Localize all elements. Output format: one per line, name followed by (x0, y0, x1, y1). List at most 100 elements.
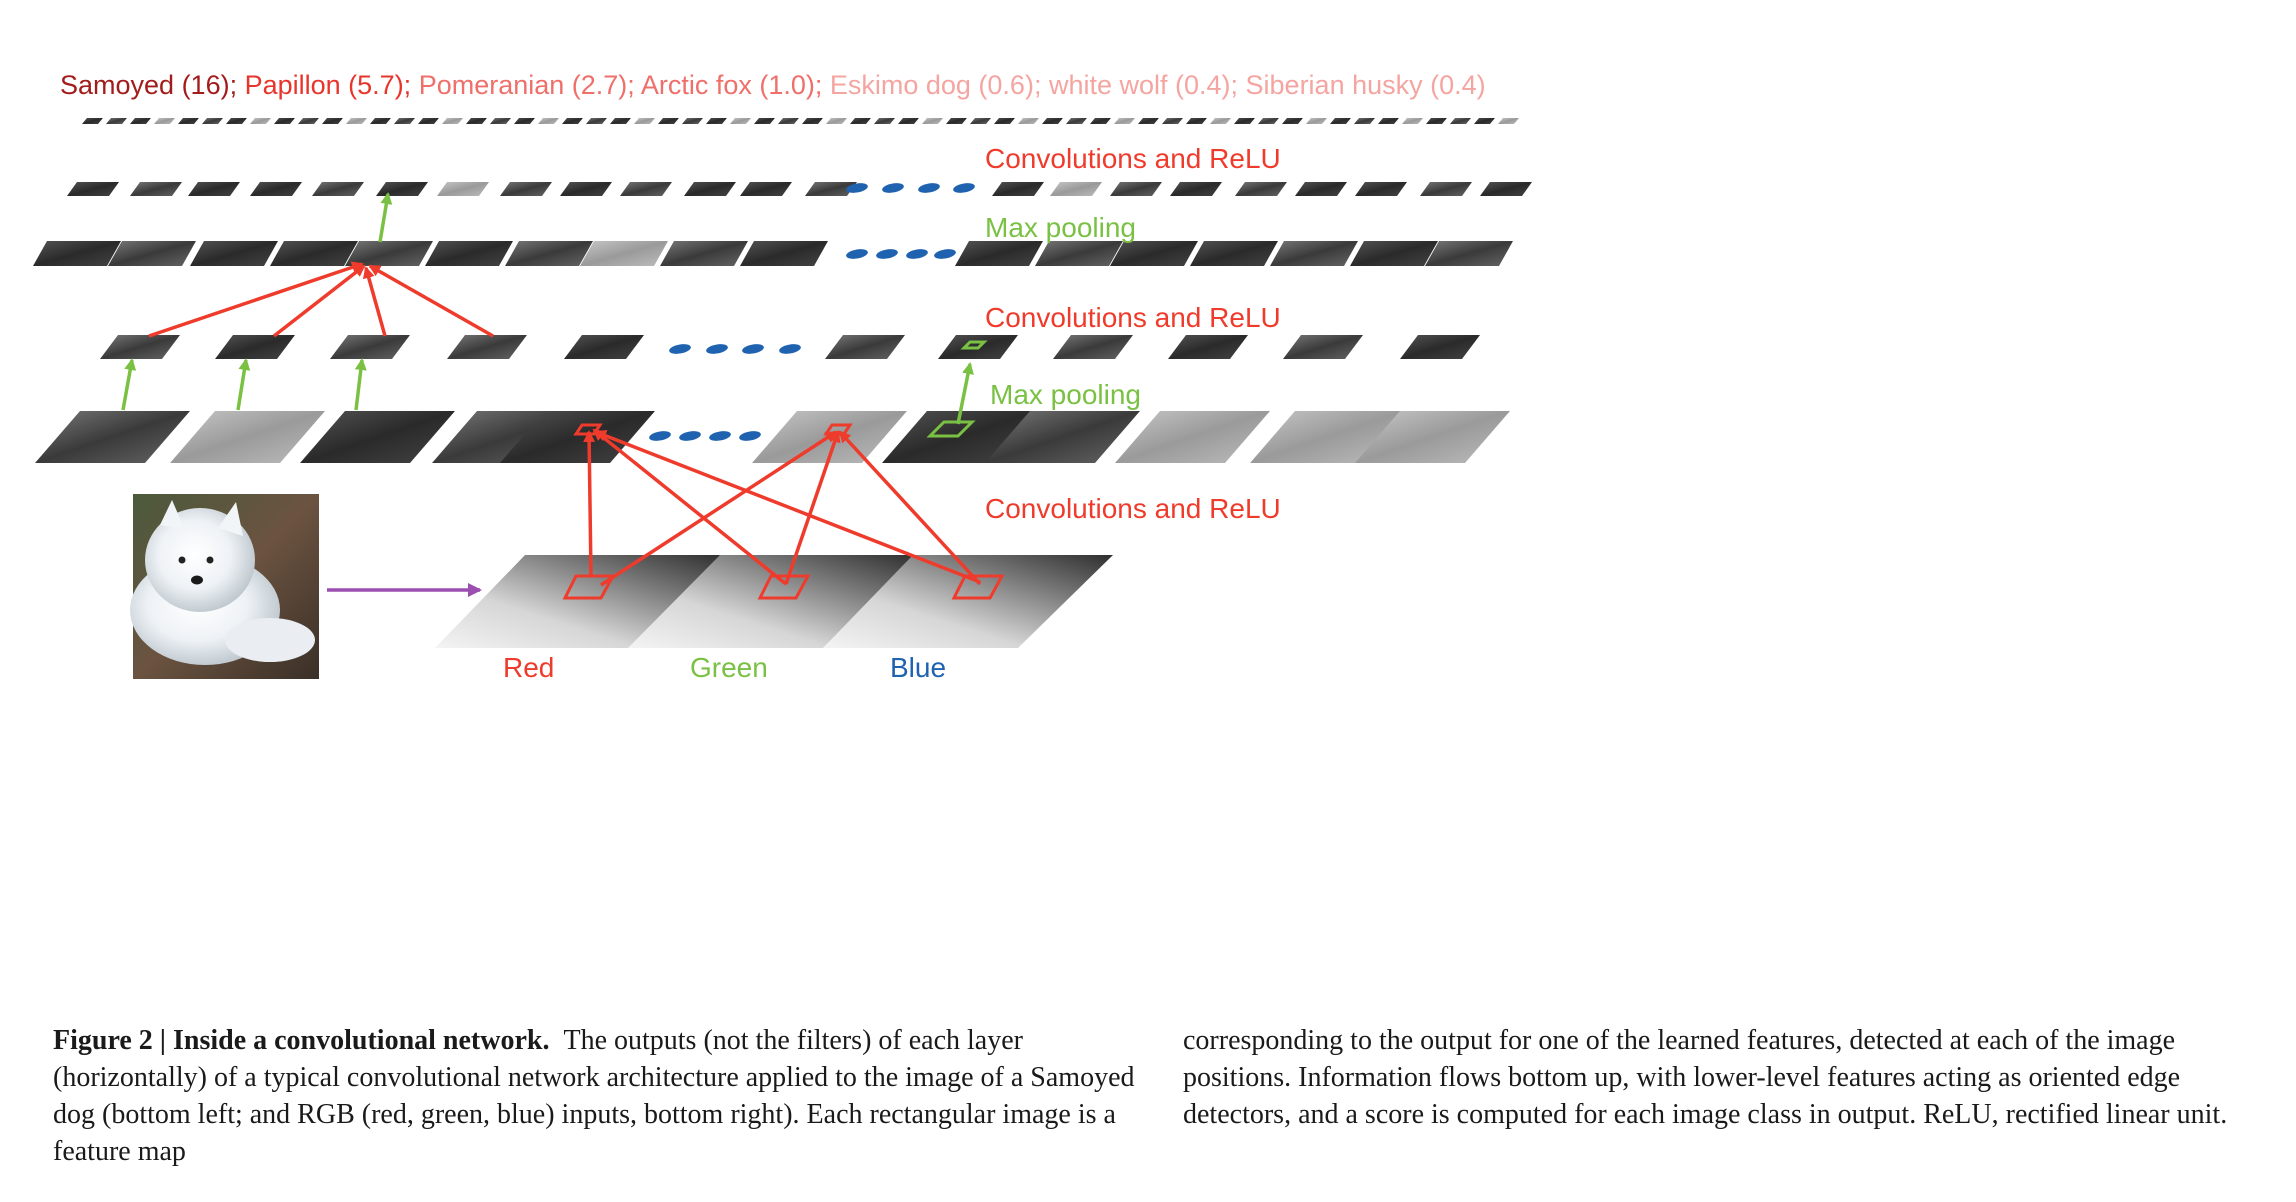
conv-mid-map (1400, 335, 1480, 359)
pool-top-map (270, 241, 358, 266)
input-blue-map (823, 555, 1113, 648)
pool-top-map (190, 241, 278, 266)
pool-mid-map (1355, 411, 1510, 463)
output-map (1402, 118, 1423, 124)
conv-top-map (500, 182, 552, 196)
output-map (1138, 118, 1159, 124)
pool-mid-map (985, 411, 1140, 463)
output-map (898, 118, 919, 124)
pool-mid-map (300, 411, 455, 463)
pool-top-map (1190, 241, 1278, 266)
output-map (514, 118, 535, 124)
output-map (1258, 118, 1279, 124)
ellipsis-dot (882, 183, 904, 193)
pool-top-map (1350, 241, 1438, 266)
label-green-channel: Green (690, 652, 768, 683)
output-map (394, 118, 415, 124)
output-map (1330, 118, 1351, 124)
conv-top-map (250, 182, 302, 196)
conv-relu-top-maps (67, 182, 1532, 196)
output-map (178, 118, 199, 124)
output-map (922, 118, 943, 124)
label-blue-channel: Blue (890, 652, 947, 683)
label-conv-mid: Convolutions and ReLU (985, 302, 1281, 333)
output-map (130, 118, 151, 124)
label-conv-bottom: Convolutions and ReLU (985, 493, 1281, 524)
conv-mid-map (1168, 335, 1248, 359)
ellipsis-dot (649, 431, 671, 441)
output-map (442, 118, 463, 124)
conv-mid-map (330, 335, 410, 359)
output-map (1474, 118, 1495, 124)
conv-top-map (992, 182, 1044, 196)
conv-relu-mid-maps (100, 335, 1480, 359)
pool-top-map (580, 241, 668, 266)
pool-top-map (505, 241, 593, 266)
caption-left-text: The outputs (not the filters) of each la… (53, 1025, 1135, 1167)
conv-top-map (1235, 182, 1287, 196)
convnet-diagram (33, 118, 1532, 679)
ellipsis-dot (679, 431, 701, 441)
output-map (562, 118, 583, 124)
output-map (1450, 118, 1471, 124)
output-map (1090, 118, 1111, 124)
output-map (850, 118, 871, 124)
output-map (970, 118, 991, 124)
output-map (1018, 118, 1039, 124)
output-map (490, 118, 511, 124)
output-map (322, 118, 343, 124)
conv-top-map (560, 182, 612, 196)
ellipsis-dot (779, 344, 801, 354)
conv-mid-map (100, 335, 180, 359)
pool-top-map (740, 241, 828, 266)
output-map (1186, 118, 1207, 124)
ellipsis-dot (739, 431, 761, 441)
conv-mid-map (447, 335, 527, 359)
label-red-channel: Red (503, 652, 555, 683)
output-map (298, 118, 319, 124)
output-map (826, 118, 847, 124)
samoyed-photo (130, 494, 319, 679)
ellipsis-dot (709, 431, 731, 441)
output-layer-maps (82, 118, 1519, 124)
conv-mid-map (1283, 335, 1363, 359)
conv-top-map (740, 182, 792, 196)
label-pool-top: Max pooling (985, 212, 1136, 243)
output-map (1498, 118, 1519, 124)
conv-top-map (437, 182, 489, 196)
output-map (538, 118, 559, 124)
ellipsis-dot (669, 344, 691, 354)
output-map (1426, 118, 1447, 124)
ellipsis-dot (906, 249, 928, 259)
output-map (346, 118, 367, 124)
pool-arrows (121, 192, 974, 425)
ellipsis-dot (846, 249, 868, 259)
conv-top-map (188, 182, 240, 196)
output-map (994, 118, 1015, 124)
output-map (1234, 118, 1255, 124)
ellipsis-dot (876, 249, 898, 259)
caption-left-column: Figure 2 | Inside a convolutional networ… (53, 1022, 1143, 1170)
conv-top-map (805, 182, 857, 196)
output-map (466, 118, 487, 124)
output-map (274, 118, 295, 124)
figure-caption: Figure 2 | Inside a convolutional networ… (53, 1022, 2253, 1192)
output-map (682, 118, 703, 124)
pool-top-map (33, 241, 121, 266)
label-pool-mid: Max pooling (990, 379, 1141, 410)
class-scores: Samoyed (16); Papillon (5.7); Pomeranian… (60, 70, 1486, 101)
score-samoyed: Samoyed (16); (60, 70, 245, 100)
conv-top-map (1050, 182, 1102, 196)
output-map (202, 118, 223, 124)
output-map (658, 118, 679, 124)
label-conv-top: Convolutions and ReLU (985, 143, 1281, 174)
output-map (802, 118, 823, 124)
conv-top-map (67, 182, 119, 196)
pool-top-map (425, 241, 513, 266)
conv-mid-map (1053, 335, 1133, 359)
output-map (1042, 118, 1063, 124)
output-map (370, 118, 391, 124)
conv-top-map (376, 182, 428, 196)
output-map (106, 118, 127, 124)
output-map (250, 118, 271, 124)
